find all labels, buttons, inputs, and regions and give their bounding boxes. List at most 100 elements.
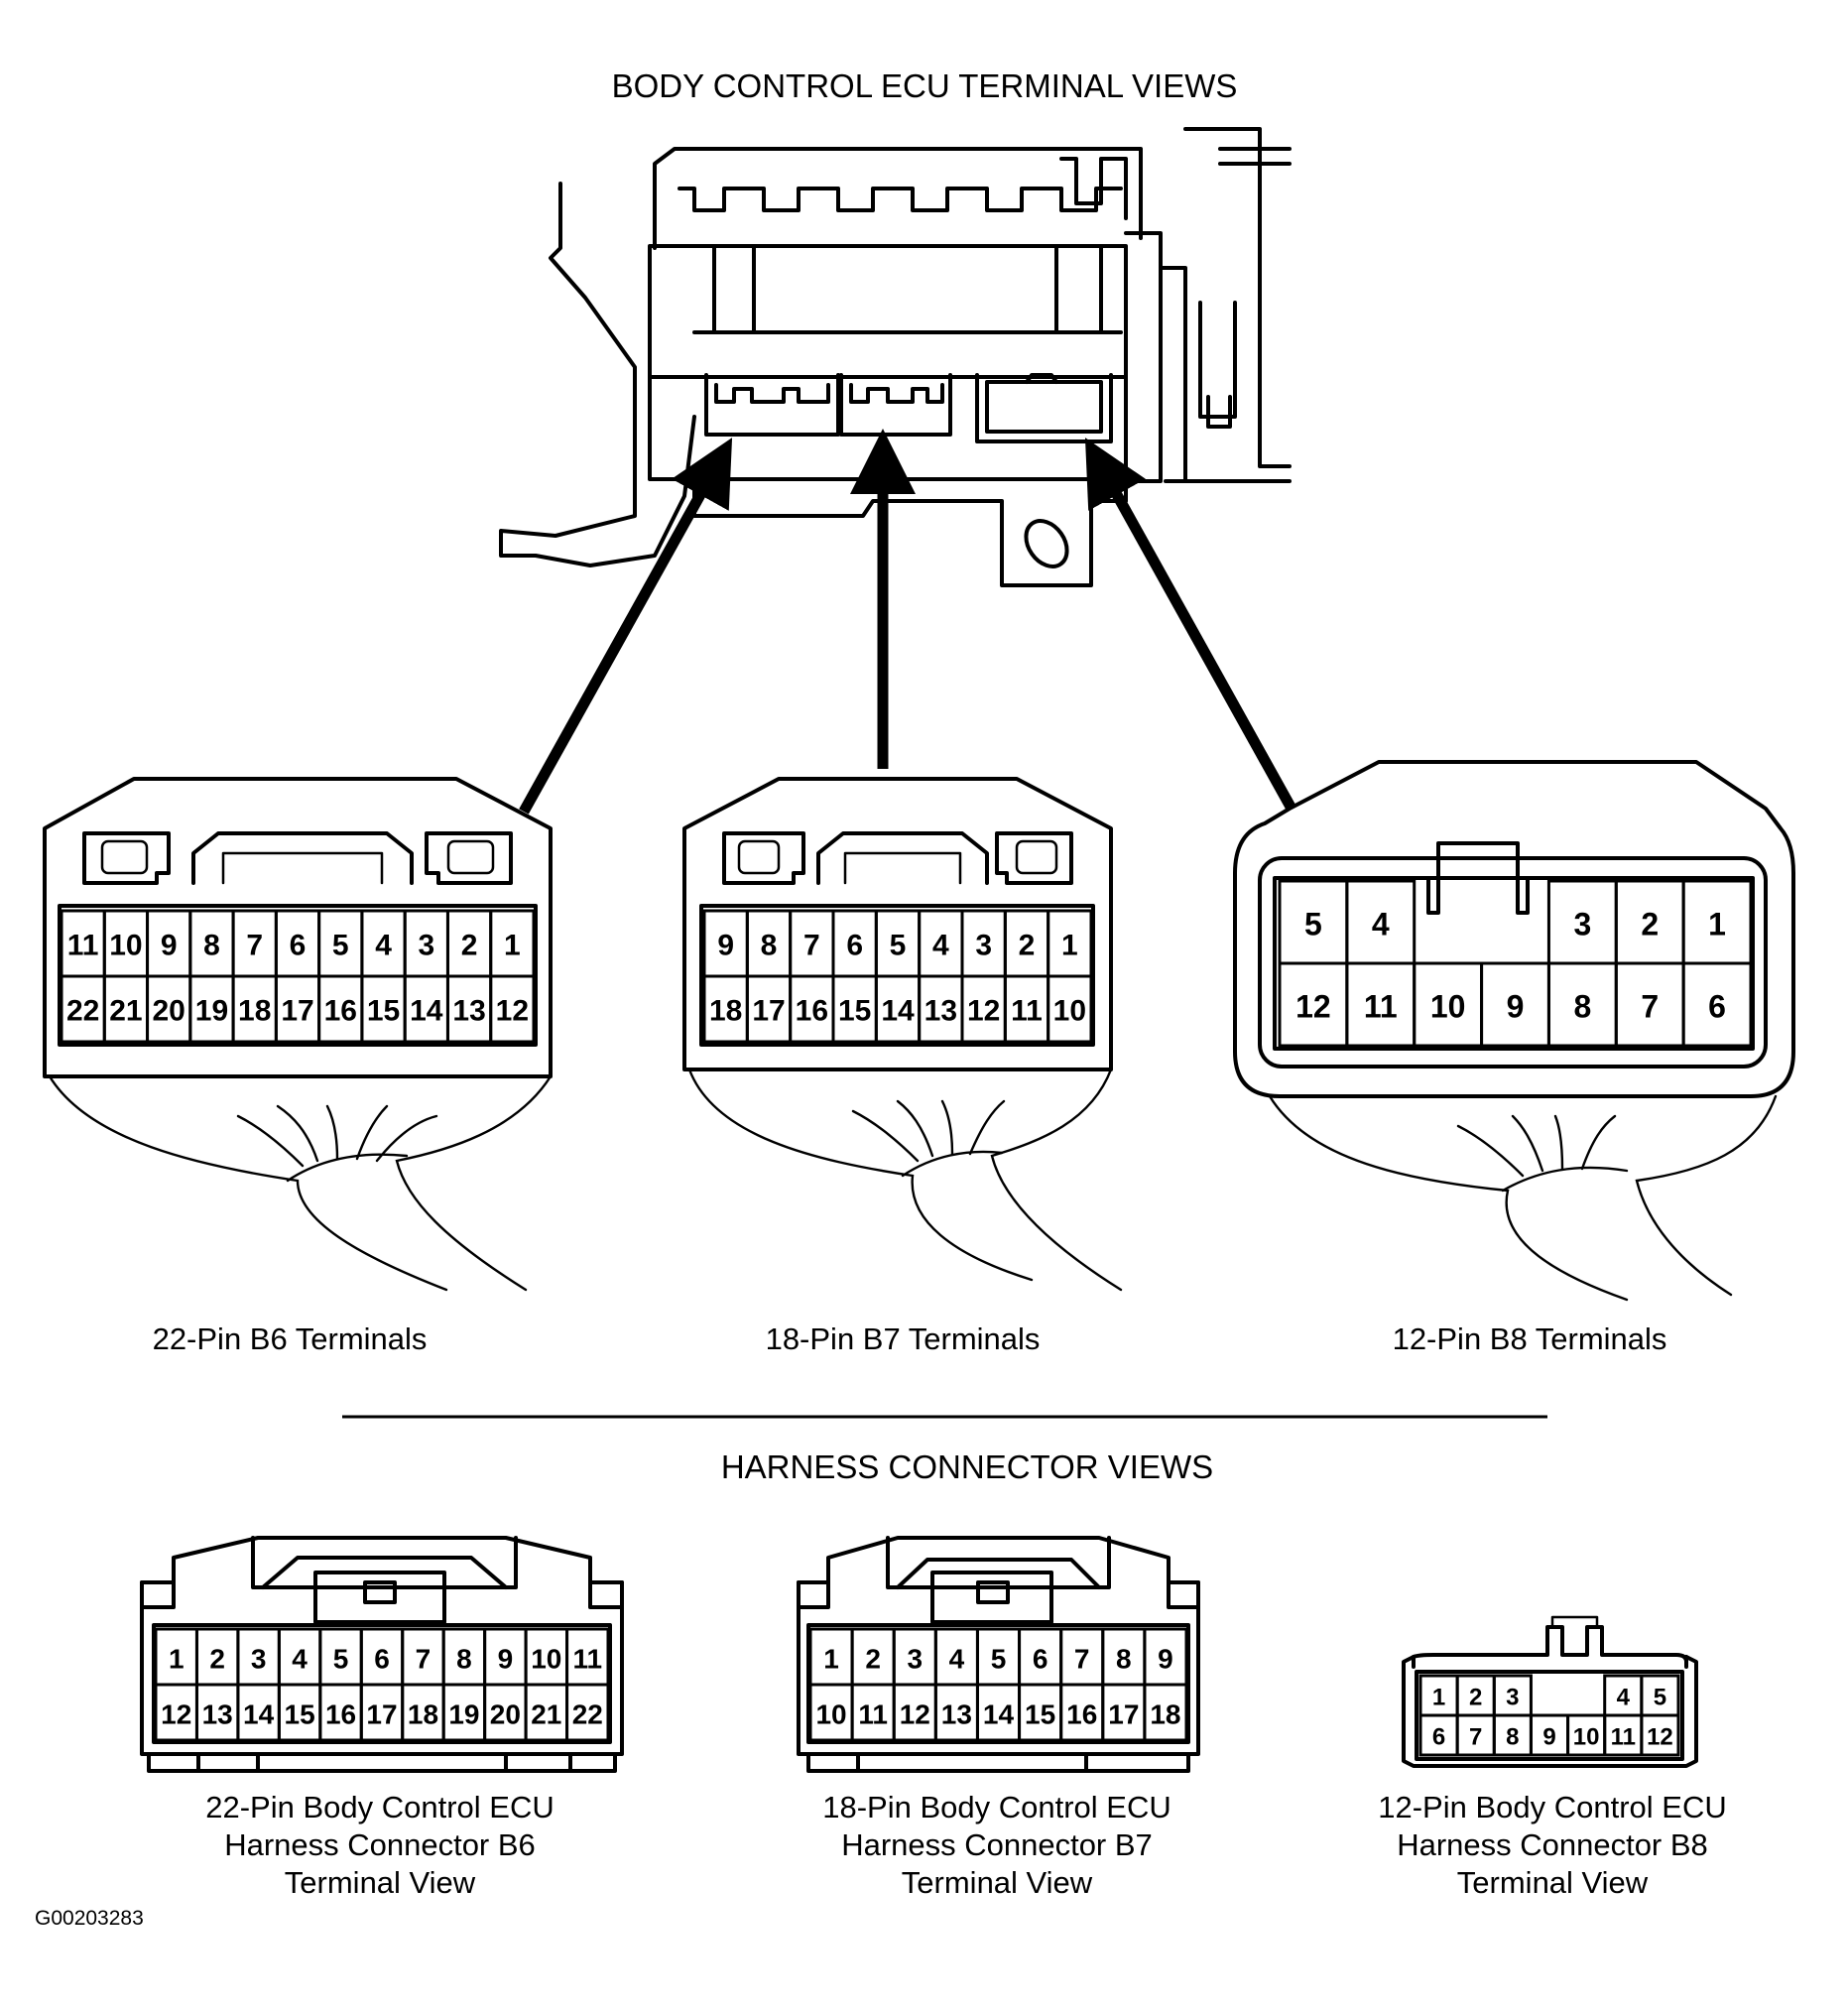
pin-number: 3	[1573, 907, 1591, 943]
pin-number: 3	[418, 930, 434, 962]
pin-number: 18	[238, 995, 271, 1028]
ecu-housing-drawing	[499, 127, 1292, 587]
pin-number: 5	[333, 1644, 349, 1675]
pin-number: 9	[1158, 1644, 1173, 1675]
svg-text:12-Pin Body Control ECU: 12-Pin Body Control ECU	[1378, 1790, 1727, 1824]
pin-number: 2	[461, 930, 478, 962]
pin-number: 17	[1108, 1699, 1139, 1730]
pin-number: 14	[983, 1699, 1015, 1730]
pin-number: 18	[709, 995, 742, 1028]
pin-number: 3	[975, 930, 992, 962]
pin-number: 9	[717, 930, 734, 962]
svg-text:18-Pin Body Control ECU: 18-Pin Body Control ECU	[822, 1790, 1171, 1824]
pin-number: 4	[1617, 1685, 1631, 1711]
pin-number: 1	[823, 1644, 839, 1675]
pin-number: 16	[796, 995, 828, 1028]
pin-number: 4	[1372, 907, 1390, 943]
pin-number: 1	[169, 1644, 185, 1675]
svg-text:Terminal View: Terminal View	[1457, 1865, 1649, 1900]
pin-number: 5	[991, 1644, 1007, 1675]
pin-number: 7	[803, 930, 820, 962]
pin-number: 22	[572, 1699, 603, 1730]
pin-number: 16	[1066, 1699, 1097, 1730]
pin-number: 16	[324, 995, 357, 1028]
pin-number: 1	[1708, 907, 1726, 943]
pin-number: 8	[203, 930, 220, 962]
pin-number: 6	[374, 1644, 390, 1675]
pin-number: 1	[1432, 1685, 1445, 1711]
ecu-label-b8: 12-Pin B8 Terminals	[1393, 1321, 1667, 1356]
pin-number: 7	[1641, 989, 1659, 1025]
pin-number: 7	[416, 1644, 431, 1675]
harness-label-b6: 22-Pin Body Control ECU Harness Connecto…	[205, 1790, 554, 1900]
pin-number: 19	[195, 995, 228, 1028]
pointer-arrows	[519, 429, 1296, 815]
pin-number: 3	[251, 1644, 267, 1675]
pin-number: 14	[881, 995, 915, 1028]
pin-number: 18	[408, 1699, 438, 1730]
pin-number: 10	[109, 930, 142, 962]
pin-number: 17	[752, 995, 785, 1028]
pin-number: 8	[761, 930, 778, 962]
pin-number: 21	[109, 995, 142, 1028]
pin-number: 6	[846, 930, 863, 962]
pin-number: 9	[1507, 989, 1525, 1025]
pin-number: 1	[504, 930, 521, 962]
pin-number: 11	[67, 930, 99, 962]
pin-number: 17	[281, 995, 313, 1028]
pin-number: 15	[367, 995, 400, 1028]
pin-number: 15	[838, 995, 871, 1028]
svg-text:Harness Connector B7: Harness Connector B7	[841, 1827, 1153, 1862]
pin-number: 4	[292, 1644, 308, 1675]
pin-number: 15	[285, 1699, 315, 1730]
pin-number: 10	[1053, 995, 1086, 1028]
pin-number: 5	[1304, 907, 1322, 943]
pin-number: 16	[325, 1699, 356, 1730]
pin-number: 2	[1019, 930, 1036, 962]
pin-number: 2	[865, 1644, 881, 1675]
pin-number: 2	[1641, 907, 1659, 943]
pin-number: 12	[161, 1699, 191, 1730]
pin-number: 4	[375, 930, 392, 962]
pin-number: 4	[949, 1644, 965, 1675]
pin-number: 7	[1074, 1644, 1090, 1675]
pin-number: 11	[572, 1644, 602, 1675]
pin-number: 3	[907, 1644, 923, 1675]
pin-cell	[1143, 1683, 1188, 1742]
pin-number: 13	[941, 1699, 972, 1730]
pin-number: 8	[1116, 1644, 1132, 1675]
pin-cell	[489, 974, 536, 1044]
pin-number: 8	[1506, 1724, 1519, 1751]
pin-cell	[1047, 974, 1093, 1044]
arrow-b6	[519, 438, 733, 815]
pin-number: 11	[858, 1699, 888, 1730]
pin-number: 6	[1432, 1724, 1445, 1751]
pin-number: 8	[456, 1644, 472, 1675]
pin-number: 6	[1708, 989, 1726, 1025]
pin-number: 10	[531, 1644, 561, 1675]
ecu-label-b7: 18-Pin B7 Terminals	[766, 1321, 1041, 1356]
pin-number: 22	[66, 995, 99, 1028]
pin-number: 9	[161, 930, 178, 962]
pin-number: 2	[209, 1644, 225, 1675]
top-title: BODY CONTROL ECU TERMINAL VIEWS	[612, 67, 1238, 104]
pin-number: 6	[290, 930, 307, 962]
pin-number: 5	[1654, 1685, 1666, 1711]
pin-number: 3	[1506, 1685, 1519, 1711]
pin-number: 18	[1150, 1699, 1180, 1730]
pin-number: 7	[246, 930, 263, 962]
harness-label-b8: 12-Pin Body Control ECU Harness Connecto…	[1378, 1790, 1727, 1900]
ecu-label-b6: 22-Pin B6 Terminals	[153, 1321, 428, 1356]
pin-number: 5	[890, 930, 907, 962]
pin-number: 10	[1430, 989, 1466, 1025]
pin-cell	[565, 1683, 610, 1742]
pin-number: 9	[1542, 1724, 1555, 1751]
pin-number: 13	[452, 995, 485, 1028]
harness-label-b7: 18-Pin Body Control ECU Harness Connecto…	[822, 1790, 1171, 1900]
